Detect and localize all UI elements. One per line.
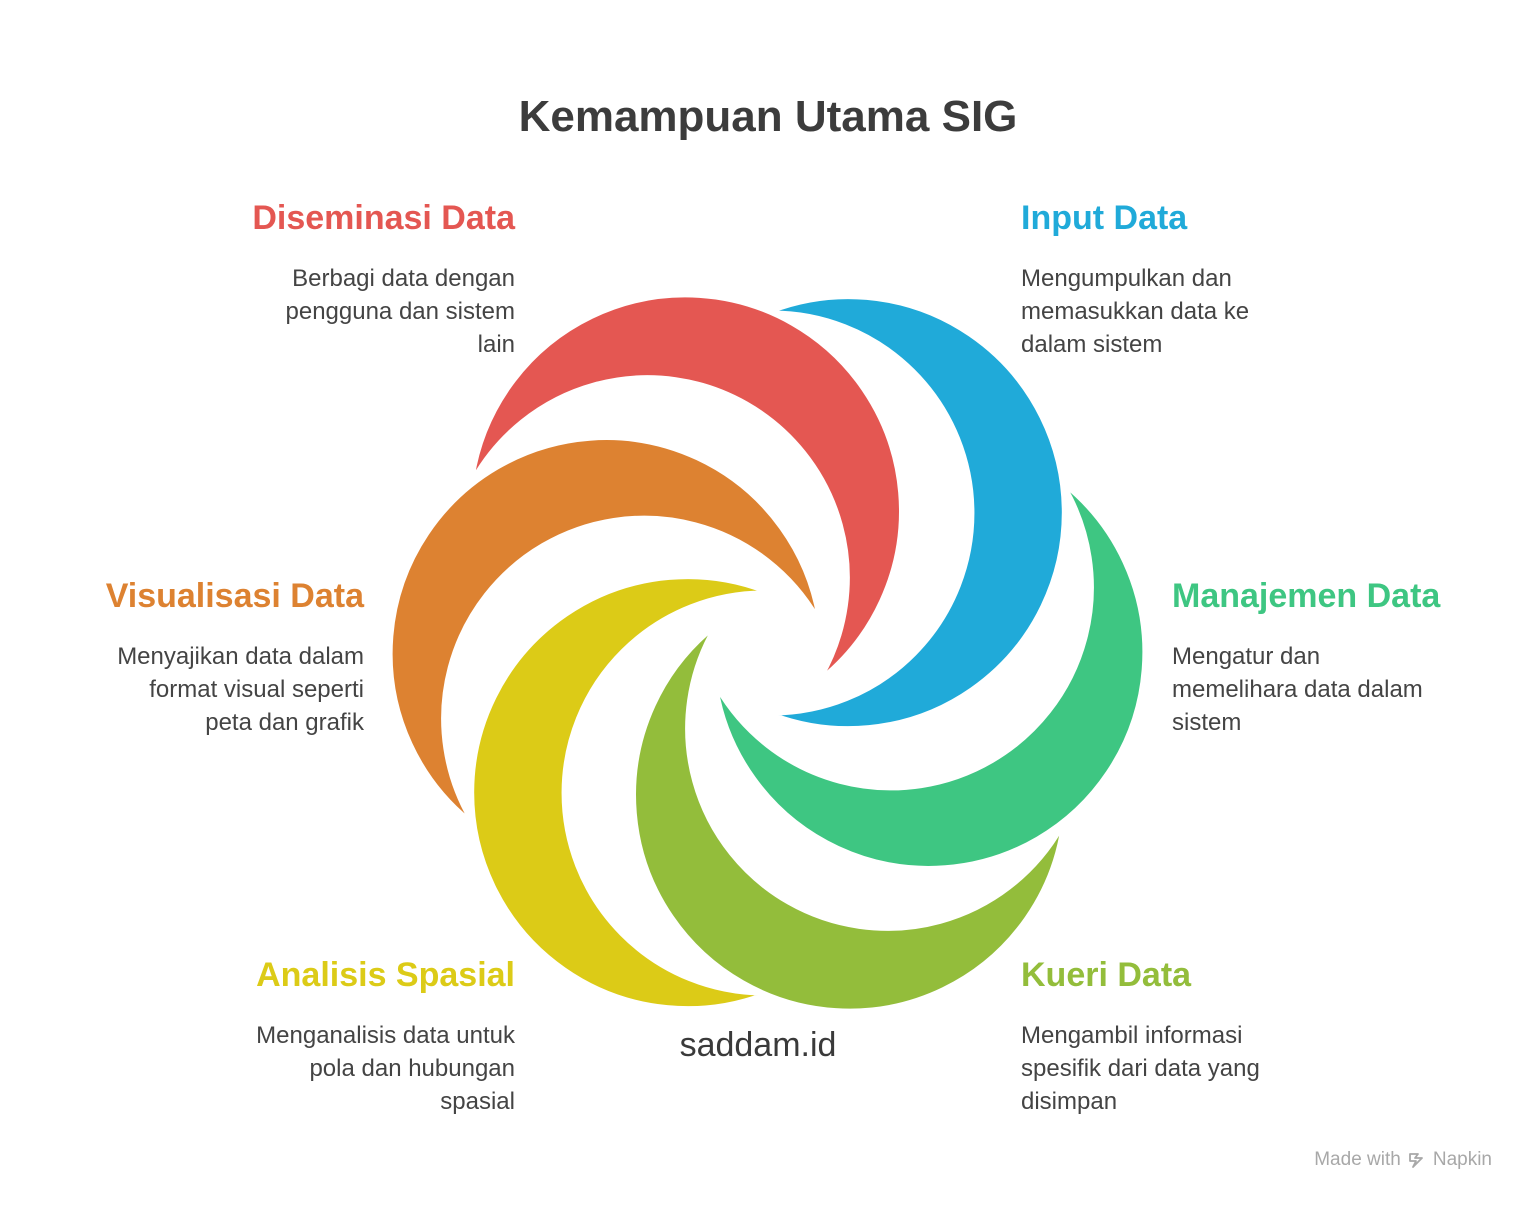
credit-prefix: Made with <box>1314 1149 1401 1170</box>
desc-line: spesifik dari data yang <box>1021 1055 1260 1082</box>
desc-line: Berbagi data dengan <box>292 265 515 292</box>
label-analisis-title: Analisis Spasial <box>256 956 515 994</box>
label-diseminasi-desc: Berbagi data dengan pengguna dan sistem … <box>95 262 516 361</box>
desc-line: Menganalisis data untuk <box>256 1022 515 1049</box>
desc-line: dalam sistem <box>1021 331 1163 358</box>
desc-line: pola dan hubungan <box>309 1055 515 1082</box>
desc-line: disimpan <box>1021 1088 1118 1115</box>
label-diseminasi: Diseminasi Data Berbagi data dengan peng… <box>95 198 515 361</box>
desc-line: Menyajikan data dalam <box>117 643 364 670</box>
page-title: Kemampuan Utama SIG <box>518 92 1018 141</box>
label-kueri: Kueri Data Mengambil informasi spesifik … <box>1021 955 1441 1118</box>
swirl-shapes <box>389 294 1146 1012</box>
label-manajemen-title: Manajemen Data <box>1172 577 1441 615</box>
napkin-logo-icon <box>1408 1153 1423 1168</box>
label-input-title: Input Data <box>1021 199 1188 237</box>
desc-line: memasukkan data ke <box>1021 298 1250 325</box>
label-visualisasi-title: Visualisasi Data <box>105 577 364 615</box>
desc-line: Mengambil informasi <box>1021 1022 1243 1049</box>
label-diseminasi-title: Diseminasi Data <box>252 199 515 237</box>
label-kueri-desc: Mengambil informasi spesifik dari data y… <box>1021 1019 1441 1118</box>
label-input-desc: Mengumpulkan dan memasukkan data ke dala… <box>1021 262 1441 361</box>
label-manajemen-desc: Mengatur dan memelihara data dalam siste… <box>1172 640 1522 739</box>
desc-line: pengguna dan sistem <box>285 298 516 325</box>
center-watermark: saddam.id <box>679 1026 837 1064</box>
desc-line: spasial <box>440 1088 515 1115</box>
label-visualisasi-desc: Menyajikan data dalam format visual sepe… <box>0 640 364 739</box>
label-input: Input Data Mengumpulkan dan memasukkan d… <box>1021 198 1441 361</box>
label-analisis-desc: Menganalisis data untuk pola dan hubunga… <box>95 1019 515 1118</box>
desc-line: peta dan grafik <box>205 709 364 736</box>
made-with-credit[interactable]: Made with Napkin <box>1314 1149 1492 1171</box>
desc-line: Mengumpulkan dan <box>1021 265 1232 292</box>
label-visualisasi: Visualisasi Data Menyajikan data dalam f… <box>0 576 364 739</box>
label-kueri-title: Kueri Data <box>1021 956 1192 994</box>
label-manajemen: Manajemen Data Mengatur dan memelihara d… <box>1172 576 1522 739</box>
desc-line: Mengatur dan <box>1172 643 1321 670</box>
desc-line: memelihara data dalam <box>1172 676 1423 703</box>
desc-line: lain <box>477 331 515 358</box>
label-analisis: Analisis Spasial Menganalisis data untuk… <box>95 955 515 1118</box>
credit-brand: Napkin <box>1432 1149 1492 1170</box>
desc-line: sistem <box>1172 709 1242 736</box>
desc-line: format visual seperti <box>149 676 364 703</box>
